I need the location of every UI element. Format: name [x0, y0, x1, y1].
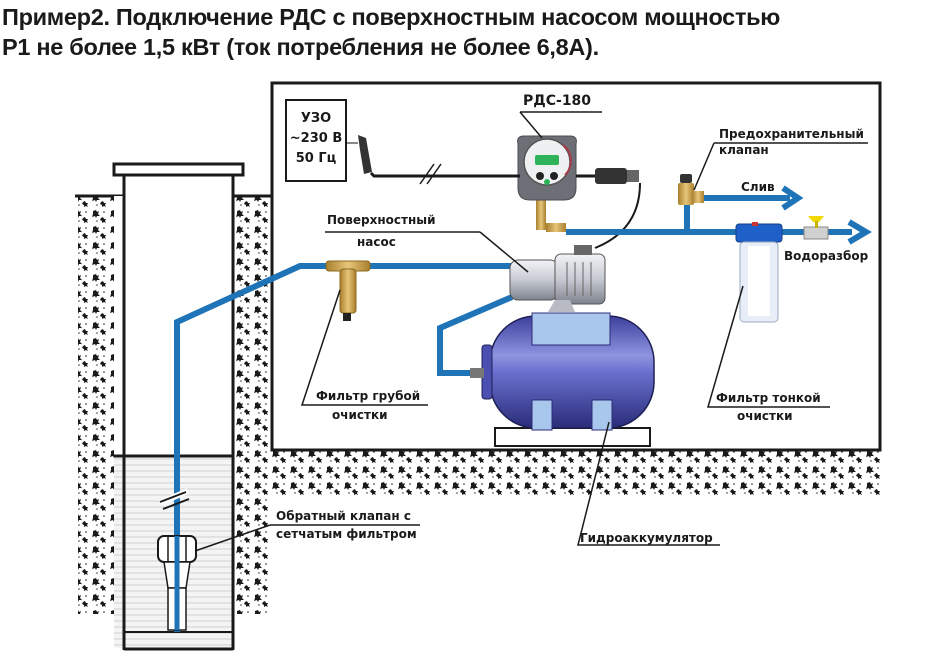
pressure-switch [517, 135, 577, 232]
power-rcd-box: УЗО ~230 В 50 Гц [285, 99, 347, 182]
fine-filter-leader [707, 285, 830, 408]
check-valve [157, 535, 197, 631]
surface-pump-leader [479, 231, 529, 273]
safety-valve-label-1: Предохранительный [719, 127, 864, 141]
pressure-switch-label: РДС-180 [523, 93, 592, 109]
coarse-filter-label-1: Фильтр грубой [316, 389, 421, 403]
surface-pump [509, 245, 606, 312]
surface-pump-label-1: Поверхностный [327, 213, 436, 227]
soil-left [78, 196, 114, 614]
suction-pipe [174, 263, 338, 632]
coarse-filter-label-2: очистки [332, 408, 388, 422]
check-valve-leader [194, 524, 271, 552]
accumulator-tank [470, 312, 655, 447]
coarse-filter [325, 260, 371, 321]
ball-valve [803, 216, 829, 240]
drain-arrow-icon [781, 185, 804, 211]
drain-label: Слив [741, 180, 775, 194]
frequency-label: 50 Гц [295, 151, 337, 166]
title-line-1: Пример2. Подключение РДС с поверхностным… [2, 4, 781, 30]
check-valve-label-1: Обратный клапан с [276, 509, 411, 523]
safety-valve-leader [693, 142, 715, 191]
soil-right [234, 196, 272, 614]
well-cap [112, 162, 245, 177]
surface-pump-label-2: насос [357, 235, 396, 249]
pipe-break-mark-well [158, 488, 190, 510]
water-outlet-label: Водоразбор [784, 249, 869, 263]
rcd-label: УЗО [300, 111, 332, 126]
pipe-pump-to-tank [437, 294, 514, 376]
outlet-arrow-icon [847, 219, 872, 245]
fine-filter-label-1: Фильтр тонкой [716, 391, 821, 405]
safety-valve [678, 174, 704, 205]
fine-filter-label-2: очистки [737, 409, 793, 423]
title-line-2: Р1 не более 1,5 кВт (ток потребления не … [2, 34, 599, 60]
pressure-switch-leader [519, 111, 543, 139]
fine-filter [735, 222, 783, 323]
voltage-label: ~230 В [289, 131, 343, 146]
coarse-filter-leader [300, 289, 428, 406]
accumulator-leader [577, 421, 720, 546]
safety-valve-label-2: клапан [719, 143, 769, 157]
check-valve-label-2: сетчатым фильтром [276, 527, 417, 541]
accumulator-label: Гидроаккумулятор [580, 531, 713, 545]
soil-under-house [272, 450, 880, 498]
power-cable [347, 135, 641, 249]
diagram-title: Пример2. Подключение РДС с поверхностным… [2, 2, 947, 62]
